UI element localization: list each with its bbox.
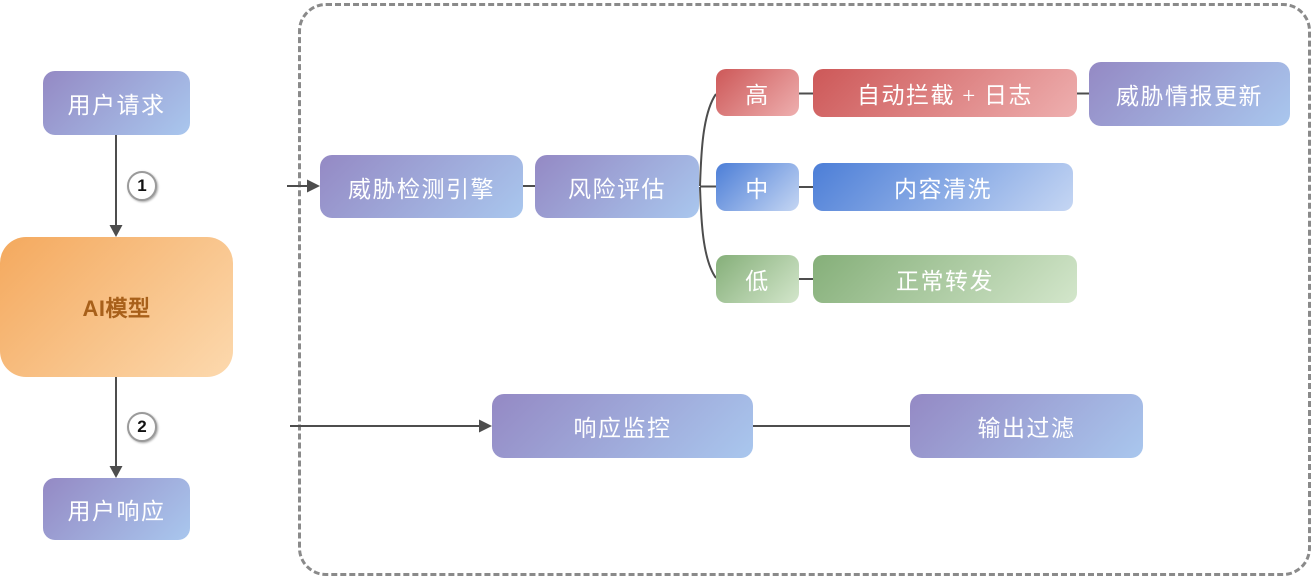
node-user-request: 用户请求: [43, 71, 190, 135]
node-action-high-label: 自动拦截 + 日志: [857, 83, 1033, 108]
node-action-low: 正常转发: [813, 255, 1077, 303]
node-action-medium-label: 内容清洗: [894, 177, 992, 202]
step-badge-1-number: 1: [137, 176, 147, 195]
node-user-response: 用户响应: [43, 478, 190, 540]
node-level-medium: 中: [716, 163, 799, 211]
step-badge-2: 2: [127, 412, 157, 442]
node-user-request-label: 用户请求: [67, 93, 166, 118]
node-response-monitor: 响应监控: [492, 394, 753, 458]
arrowhead-into-response-monitor: [479, 419, 492, 433]
line-risk-to-low: [699, 186, 717, 279]
node-ai-model: AI模型: [0, 237, 233, 377]
arrowhead-ai-to-response: [109, 466, 123, 478]
step-badge-1: 1: [127, 171, 157, 201]
node-level-medium-label: 中: [745, 177, 770, 202]
node-user-response-label: 用户响应: [67, 499, 166, 524]
node-threat-intel-label: 威胁情报更新: [1116, 84, 1263, 109]
arrowhead-into-threat-engine: [307, 179, 320, 193]
node-action-low-label: 正常转发: [896, 269, 994, 294]
line-risk-to-high: [699, 93, 717, 187]
node-level-low: 低: [716, 255, 799, 303]
node-action-high: 自动拦截 + 日志: [813, 69, 1077, 117]
node-output-filter-label: 输出过滤: [977, 416, 1076, 441]
security-boundary-box: [298, 3, 1311, 576]
node-level-high: 高: [716, 69, 799, 116]
node-ai-model-label: AI模型: [82, 296, 151, 321]
node-threat-engine: 威胁检测引擎: [320, 155, 523, 218]
node-risk-assessment-label: 风险评估: [568, 176, 666, 202]
node-output-filter: 输出过滤: [910, 394, 1143, 458]
node-threat-engine-label: 威胁检测引擎: [348, 176, 495, 202]
node-level-low-label: 低: [745, 269, 770, 294]
node-level-high-label: 高: [745, 82, 770, 108]
step-badge-2-number: 2: [137, 417, 147, 436]
node-action-medium: 内容清洗: [813, 163, 1073, 211]
arrowhead-request-to-ai: [109, 225, 123, 237]
node-risk-assessment: 风险评估: [535, 155, 699, 218]
node-threat-intel: 威胁情报更新: [1089, 62, 1290, 126]
node-response-monitor-label: 响应监控: [573, 416, 672, 441]
